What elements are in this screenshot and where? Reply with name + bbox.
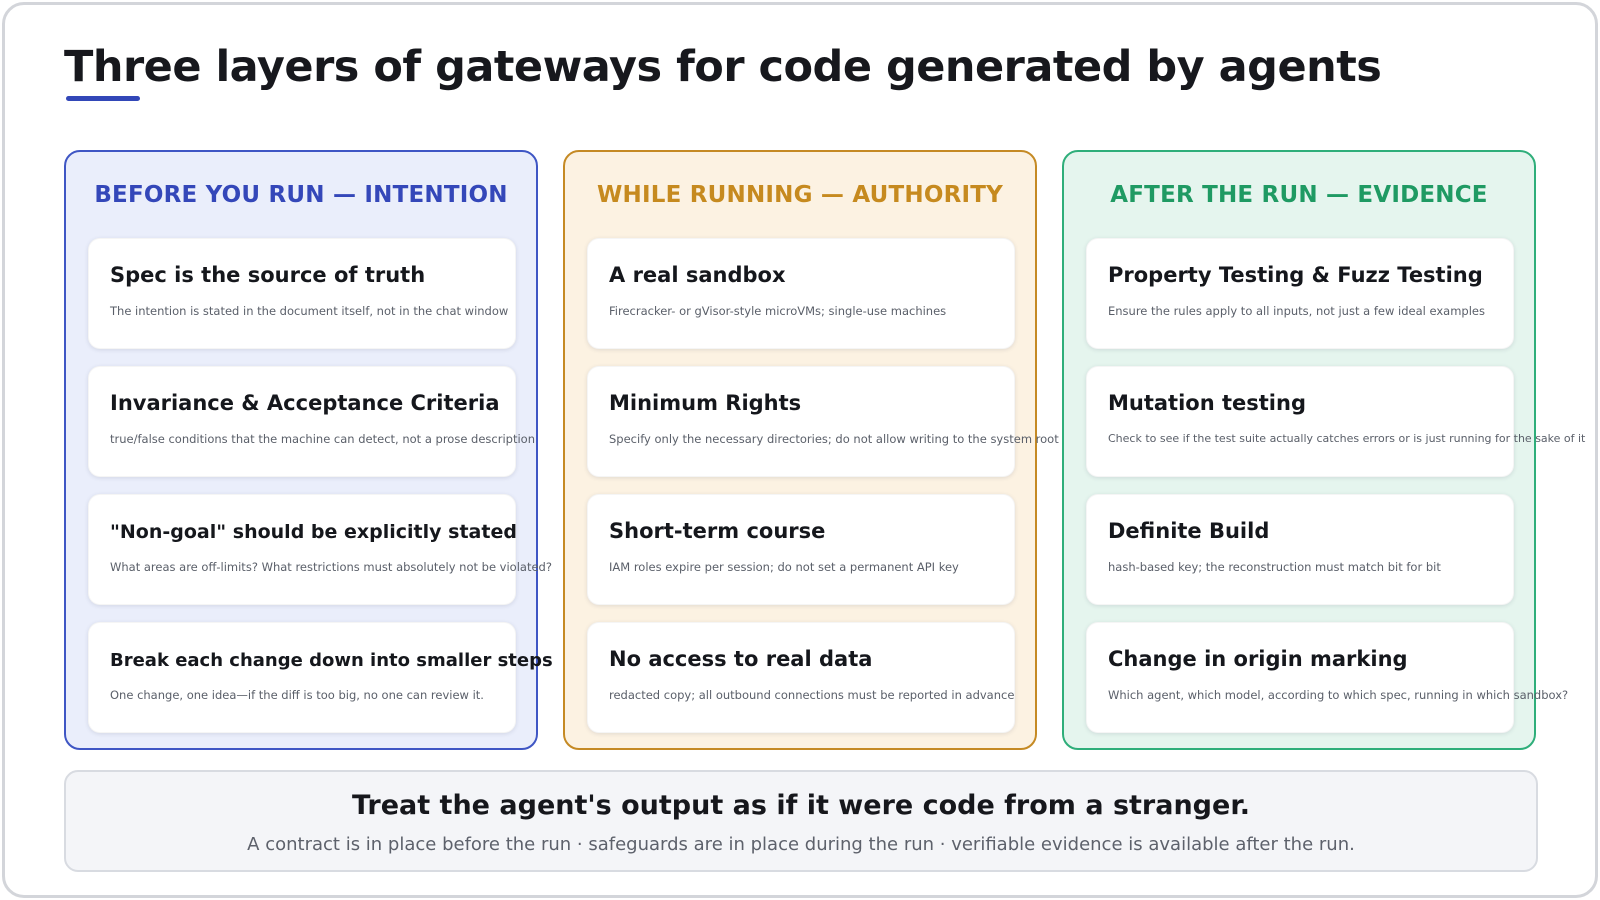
card-definite-build: Definite Build hash-based key; the recon… [1086,494,1514,605]
banner-subtitle: A contract is in place before the run · … [247,834,1355,855]
summary-banner: Treat the agent's output as if it were c… [64,770,1538,872]
card-description: What areas are off-limits? What restrict… [110,560,552,574]
column-heading: BEFORE YOU RUN — INTENTION [94,182,508,208]
card-short-term-course: Short-term course IAM roles expire per s… [587,494,1015,605]
card-description: Which agent, which model, according to w… [1108,688,1569,702]
card-minimum-rights: Minimum Rights Specify only the necessar… [587,366,1059,477]
card-origin-marking: Change in origin marking Which agent, wh… [1086,622,1568,733]
card-non-goal: "Non-goal" should be explicitly stated W… [88,494,552,605]
column-heading: WHILE RUNNING — AUTHORITY [596,182,1003,208]
card-spec-source-of-truth: Spec is the source of truth The intentio… [88,238,516,349]
card-description: IAM roles expire per session; do not set… [609,560,959,574]
card-description: Firecracker- or gVisor-style microVMs; s… [609,304,947,318]
card-description: Specify only the necessary directories; … [609,432,1059,446]
card-title: A real sandbox [609,263,786,287]
column-heading: AFTER THE RUN — EVIDENCE [1110,182,1488,208]
card-property-fuzz-testing: Property Testing & Fuzz Testing Ensure t… [1086,238,1514,349]
card-mutation-testing: Mutation testing Check to see if the tes… [1086,366,1585,477]
card-description: The intention is stated in the document … [110,304,509,318]
column-authority: WHILE RUNNING — AUTHORITY A real sandbox… [563,150,1059,750]
card-title: "Non-goal" should be explicitly stated [110,521,517,543]
card-description: hash-based key; the reconstruction must … [1108,560,1441,574]
card-description: redacted copy; all outbound connections … [609,688,1015,702]
card-invariance-acceptance: Invariance & Acceptance Criteria true/fa… [88,366,535,477]
card-title: Minimum Rights [609,391,802,415]
page-title: Three layers of gateways for code genera… [64,42,1382,92]
card-smaller-steps: Break each change down into smaller step… [88,622,553,733]
column-intention: BEFORE YOU RUN — INTENTION Spec is the s… [64,150,553,750]
card-title: Invariance & Acceptance Criteria [110,391,500,415]
column-evidence: AFTER THE RUN — EVIDENCE Property Testin… [1062,150,1585,750]
card-title: Definite Build [1108,519,1270,543]
card-title: Change in origin marking [1108,647,1408,671]
card-title: Spec is the source of truth [110,263,426,287]
card-title: Break each change down into smaller step… [110,650,553,671]
card-title: No access to real data [609,647,873,671]
card-real-sandbox: A real sandbox Firecracker- or gVisor-st… [587,238,1015,349]
card-title: Mutation testing [1108,391,1306,415]
card-description: Check to see if the test suite actually … [1108,432,1586,445]
card-title: Property Testing & Fuzz Testing [1108,263,1483,287]
title-underline [66,96,140,101]
card-description: One change, one idea—if the diff is too … [110,688,484,702]
card-no-real-data: No access to real data redacted copy; al… [587,622,1015,733]
card-title: Short-term course [609,519,826,543]
card-description: Ensure the rules apply to all inputs, no… [1108,304,1485,318]
banner-title: Treat the agent's output as if it were c… [351,790,1251,821]
card-description: true/false conditions that the machine c… [110,432,536,446]
